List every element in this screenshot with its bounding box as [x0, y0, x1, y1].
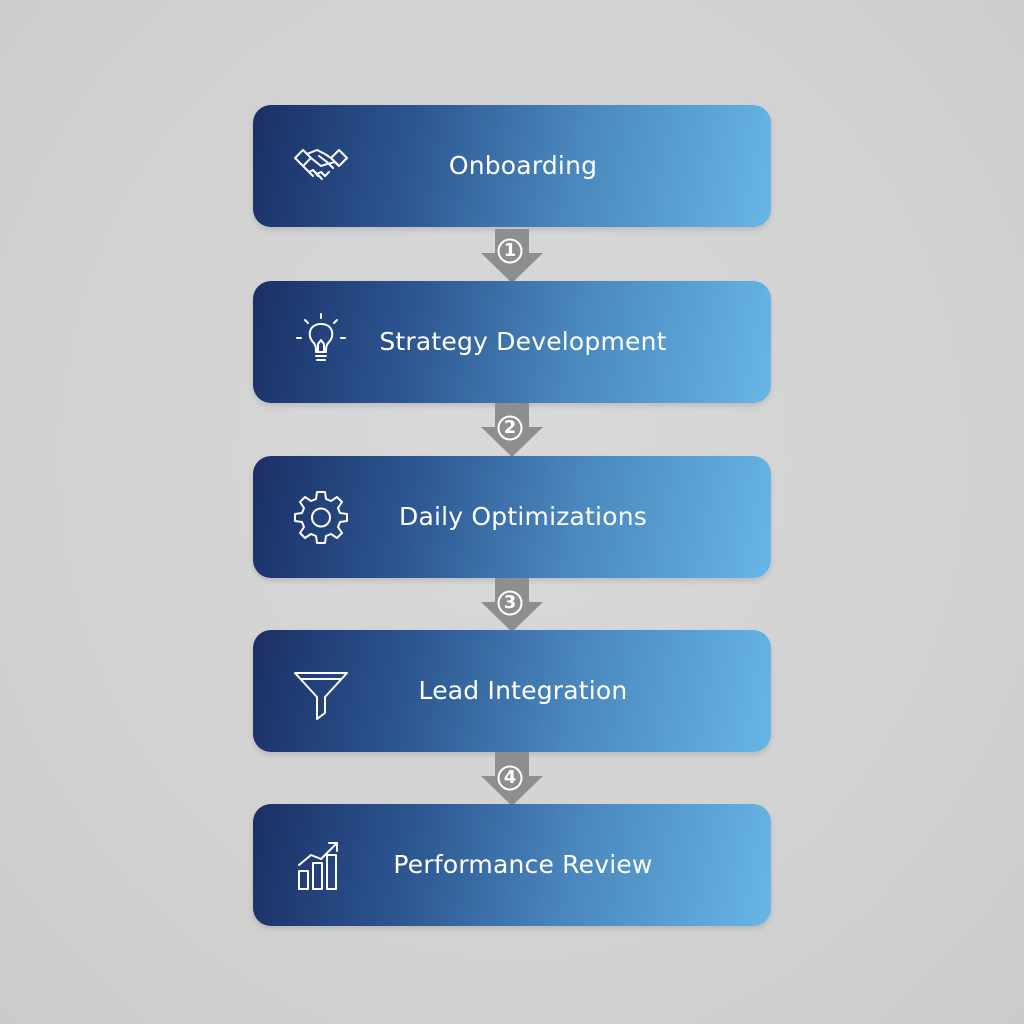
- step-label: Performance Review: [393, 850, 653, 879]
- arrow-down-icon: [481, 752, 543, 806]
- step-arrow-2: 2: [477, 403, 547, 459]
- arrow-down-icon: [481, 403, 543, 457]
- step-number: 1: [503, 240, 517, 261]
- step-number: 4: [503, 767, 517, 788]
- step-label: Lead Integration: [418, 676, 628, 705]
- arrow-down-icon: [481, 578, 543, 632]
- handshake-icon: [291, 136, 351, 196]
- step-onboarding: Onboarding: [253, 105, 771, 227]
- step-label: Strategy Development: [379, 327, 667, 356]
- step-arrow-1: 1: [477, 229, 547, 285]
- step-number: 2: [503, 417, 517, 438]
- step-strategy-development: Strategy Development: [253, 281, 771, 403]
- funnel-icon: [291, 661, 351, 721]
- step-arrow-4: 4: [477, 752, 547, 808]
- lightbulb-icon: [291, 312, 351, 372]
- growth-chart-icon: [291, 835, 351, 895]
- step-label: Daily Optimizations: [399, 502, 647, 531]
- arrow-down-icon: [481, 229, 543, 283]
- step-performance-review: Performance Review: [253, 804, 771, 926]
- step-number: 3: [503, 592, 517, 613]
- step-daily-optimizations: Daily Optimizations: [253, 456, 771, 578]
- step-lead-integration: Lead Integration: [253, 630, 771, 752]
- process-flow: Onboarding 1 Strategy Development: [253, 105, 771, 926]
- step-arrow-3: 3: [477, 578, 547, 634]
- step-label: Onboarding: [448, 151, 598, 180]
- gear-icon: [291, 487, 351, 547]
